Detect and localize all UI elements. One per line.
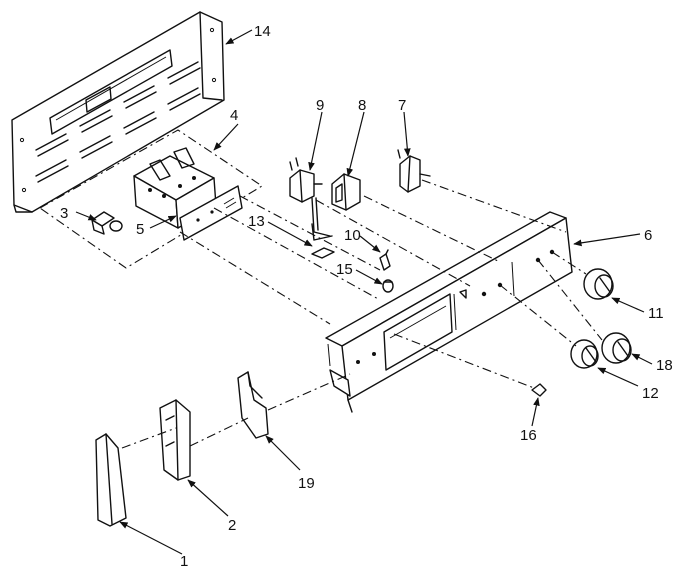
callout-5: 5 [136, 221, 144, 238]
callout-9: 9 [316, 97, 324, 114]
retainer-part [382, 279, 394, 293]
callout-7: 7 [398, 97, 406, 114]
connector-part [311, 247, 335, 259]
callout-18: 18 [656, 357, 673, 374]
side-bracket-part-2 [159, 399, 191, 481]
callout-14: 14 [254, 23, 271, 40]
knob-part-12 [570, 339, 599, 369]
rear-panel-part [11, 11, 225, 213]
callout-11: 11 [648, 305, 664, 322]
callout-1: 1 [180, 553, 188, 570]
timer-plate-part [179, 185, 243, 241]
callout-labels: 14 4 3 5 9 8 7 6 13 10 15 11 18 12 16 19… [60, 23, 673, 570]
side-bracket-part-1 [95, 433, 127, 527]
leader-lines [75, 29, 653, 555]
assembly-lines [121, 179, 603, 449]
control-console-part [325, 211, 573, 413]
callout-10: 10 [344, 227, 361, 244]
bracket-part [379, 249, 391, 271]
side-bracket-part-19 [237, 371, 269, 439]
callout-13: 13 [248, 213, 265, 230]
pin-part [311, 223, 333, 241]
button-part [531, 383, 547, 397]
rocker-switch-part [331, 173, 361, 211]
infinite-switch-part [397, 149, 431, 193]
switch-part [289, 157, 331, 237]
knob-part-11 [583, 268, 614, 300]
callout-2: 2 [228, 517, 236, 534]
knob-part-18 [601, 332, 632, 364]
clip-part [91, 211, 123, 235]
callout-6: 6 [644, 227, 652, 244]
callout-19: 19 [298, 475, 315, 492]
callout-15: 15 [336, 261, 353, 278]
callout-3: 3 [60, 205, 68, 222]
callout-8: 8 [358, 97, 366, 114]
callout-16: 16 [520, 427, 537, 444]
callout-4: 4 [230, 107, 238, 124]
callout-12: 12 [642, 385, 659, 402]
